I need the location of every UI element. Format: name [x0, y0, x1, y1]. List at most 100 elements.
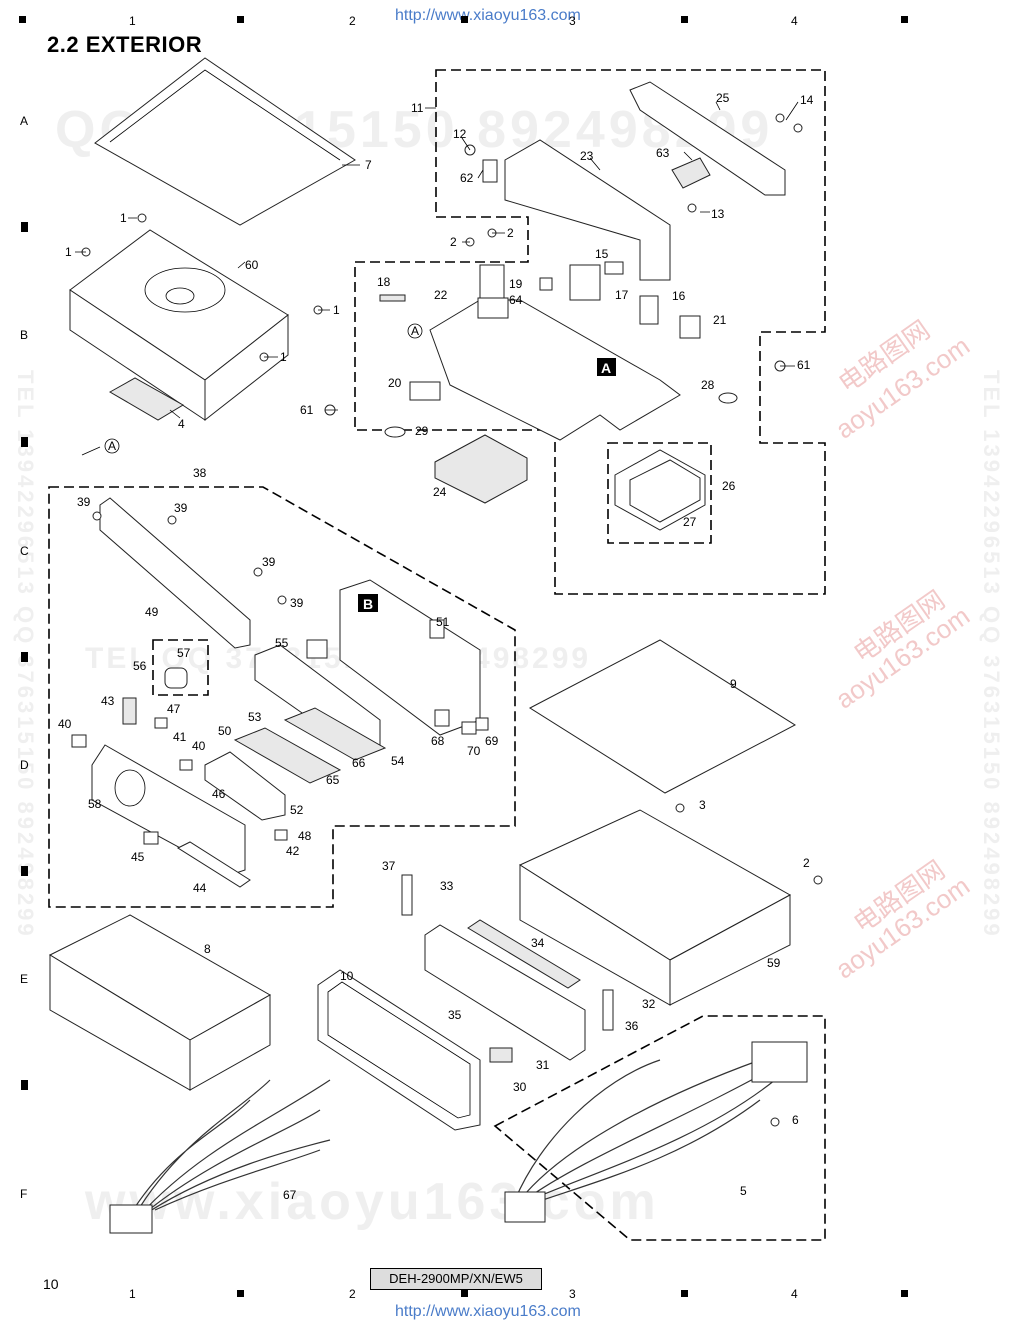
part-43 — [122, 697, 137, 725]
part-top-cover — [94, 57, 356, 226]
part-70 — [461, 721, 477, 735]
grid-col-2-bottom: 2 — [349, 1287, 356, 1301]
callout-70: 70 — [467, 744, 481, 758]
callout-56: 56 — [133, 659, 147, 673]
url-top: http://www.xiaoyu163.com — [395, 7, 581, 24]
part-44-button-strip — [176, 841, 251, 888]
callout-36: 36 — [625, 1019, 639, 1033]
grid-row-tick — [21, 652, 28, 662]
callout-26: 26 — [722, 479, 736, 493]
callout-61b: 61 — [300, 403, 314, 417]
callout-numbers: 7 11 12 62 23 63 25 14 13 1 1 60 1 1 4 2… — [58, 91, 814, 1202]
callout-39c: 39 — [262, 555, 276, 569]
model-label: DEH-2900MP/XN/EW5 — [370, 1268, 542, 1290]
callout-37: 37 — [382, 859, 396, 873]
part-14-screw — [775, 113, 785, 123]
part-10-trim-ring — [317, 969, 481, 1131]
callout-15: 15 — [595, 247, 609, 261]
callout-40a: 40 — [58, 717, 72, 731]
callout-55: 55 — [275, 636, 289, 650]
grid-tick — [461, 1290, 468, 1297]
callout-2c: 2 — [803, 856, 810, 870]
callout-14: 14 — [800, 93, 814, 107]
callout-33: 33 — [440, 879, 454, 893]
callout-46: 46 — [212, 787, 226, 801]
part-66-strip — [283, 707, 387, 761]
callout-65: 65 — [326, 773, 340, 787]
callout-3: 3 — [699, 798, 706, 812]
callout-61a: 61 — [797, 358, 811, 372]
callout-8: 8 — [204, 942, 211, 956]
grid-tick — [681, 16, 688, 23]
part-36 — [602, 989, 614, 1031]
part-40 — [179, 759, 193, 771]
callout-39a: 39 — [77, 495, 91, 509]
part-17-connector — [569, 264, 601, 301]
box-a-label — [597, 358, 616, 376]
callout-20: 20 — [388, 376, 402, 390]
grid-col-3-top: 3 — [569, 14, 576, 28]
grid-tick — [901, 16, 908, 23]
part-64 — [477, 297, 509, 319]
part-39-screw — [277, 595, 287, 605]
callout-57: 57 — [177, 646, 191, 660]
part-9-bottom-plate — [528, 639, 797, 794]
grid-col-2-top: 2 — [349, 14, 356, 28]
callout-1a: 1 — [120, 211, 127, 225]
callout-21: 21 — [713, 313, 727, 327]
callout-35: 35 — [448, 1008, 462, 1022]
grid-row-c: C — [20, 544, 29, 558]
part-63-connector — [671, 157, 711, 189]
callout-11: 11 — [411, 101, 424, 115]
part-20 — [409, 381, 441, 401]
part-49-front-frame — [99, 497, 251, 649]
part-29 — [384, 426, 406, 438]
part-16 — [639, 295, 659, 325]
box-a-text: A — [601, 360, 611, 376]
group-11-boundary — [354, 69, 826, 595]
part-23-bracket — [504, 139, 671, 281]
callout-40b: 40 — [192, 739, 206, 753]
circle-a-marker — [407, 323, 423, 339]
callout-22: 22 — [434, 288, 448, 302]
circle-a-marker — [104, 438, 120, 454]
leader-lines — [75, 101, 799, 456]
callout-4: 4 — [178, 417, 185, 431]
callout-31: 31 — [536, 1058, 550, 1072]
callout-47: 47 — [167, 702, 181, 716]
callout-52: 52 — [290, 803, 304, 817]
callout-48: 48 — [298, 829, 312, 843]
callout-68: 68 — [431, 734, 445, 748]
part-37 — [401, 874, 413, 916]
grid-tick — [237, 16, 244, 23]
page-number: 10 — [43, 1276, 59, 1292]
part-25-bracket — [629, 81, 786, 196]
callout-13: 13 — [711, 207, 725, 221]
part-69 — [475, 717, 489, 731]
grid-row-tick — [21, 222, 28, 232]
part-15 — [604, 261, 624, 275]
grid-row-tick — [21, 1080, 28, 1090]
callout-28: 28 — [701, 378, 715, 392]
callout-49: 49 — [145, 605, 159, 619]
part-47 — [154, 717, 168, 729]
page-title: 2.2 EXTERIOR — [47, 32, 203, 57]
callout-59: 59 — [767, 956, 781, 970]
part-24-heatsink — [434, 434, 528, 504]
part-45 — [143, 831, 159, 845]
callout-64: 64 — [509, 293, 523, 307]
part-28 — [718, 392, 738, 404]
part-3-screw — [675, 803, 685, 813]
callout-10: 10 — [340, 969, 354, 983]
grid-col-4-bottom: 4 — [791, 1287, 798, 1301]
grid-tick — [19, 16, 26, 23]
group-56-boundary — [152, 639, 209, 696]
callout-67: 67 — [283, 1188, 297, 1202]
callout-12: 12 — [453, 127, 467, 141]
callout-58: 58 — [88, 797, 102, 811]
part-21 — [679, 315, 701, 339]
callout-50: 50 — [218, 724, 232, 738]
callout-1d: 1 — [280, 350, 287, 364]
callout-39b: 39 — [174, 501, 188, 515]
